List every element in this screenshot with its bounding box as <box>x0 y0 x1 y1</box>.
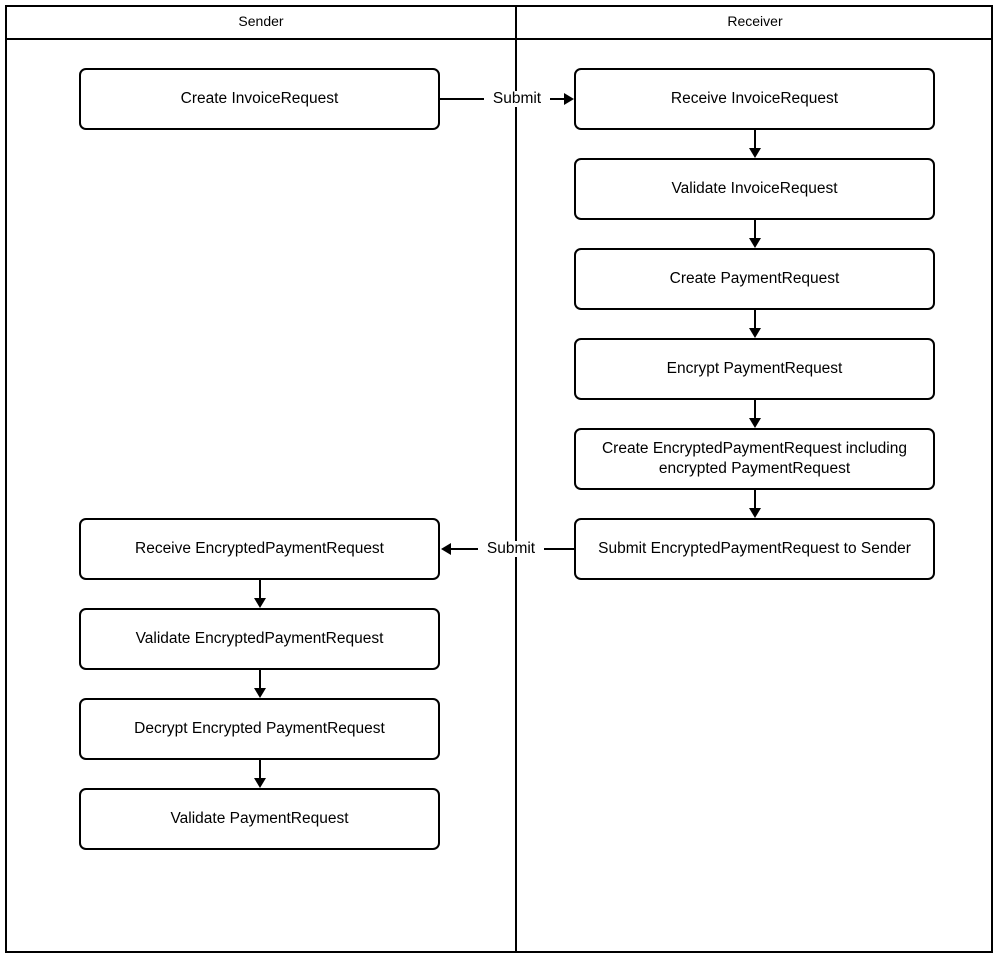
edge-arrowhead-create-to-receive-invoicerequest <box>564 93 574 105</box>
node-create-invoicerequest[interactable]: Create InvoiceRequest <box>79 68 440 130</box>
edge-arrowhead-receive-to-validate-encryptedpaymentrequest <box>254 598 266 608</box>
node-create-paymentrequest[interactable]: Create PaymentRequest <box>574 248 935 310</box>
edge-label-submit-forward: Submit <box>484 91 550 107</box>
lane-header-divider <box>5 38 993 40</box>
node-receive-encryptedpaymentrequest[interactable]: Receive EncryptedPaymentRequest <box>79 518 440 580</box>
edge-line-decrypt-to-validate-paymentrequest <box>259 760 261 778</box>
lane-vertical-divider <box>515 5 517 953</box>
node-create-encryptedpaymentrequest[interactable]: Create EncryptedPaymentRequest including… <box>574 428 935 490</box>
node-decrypt-encrypted-paymentrequest[interactable]: Decrypt Encrypted PaymentRequest <box>79 698 440 760</box>
node-encrypt-paymentrequest[interactable]: Encrypt PaymentRequest <box>574 338 935 400</box>
edge-line-receive-to-validate-invoicerequest <box>754 130 756 148</box>
edge-arrowhead-validate-to-decrypt-encryptedpaymentrequest <box>254 688 266 698</box>
edge-arrowhead-receive-to-validate-invoicerequest <box>749 148 761 158</box>
edge-line-create-to-encrypt-paymentrequest <box>754 310 756 328</box>
edge-line-create-encryptedpaymentrequest-to-submit <box>754 490 756 508</box>
node-validate-encryptedpaymentrequest[interactable]: Validate EncryptedPaymentRequest <box>79 608 440 670</box>
edge-line-receive-to-validate-encryptedpaymentrequest <box>259 580 261 598</box>
edge-arrowhead-validate-invoicerequest-to-create-paymentrequest <box>749 238 761 248</box>
edge-label-submit-return: Submit <box>478 541 544 557</box>
edge-arrowhead-create-encryptedpaymentrequest-to-submit <box>749 508 761 518</box>
edge-arrowhead-encrypt-to-create-encryptedpaymentrequest <box>749 418 761 428</box>
lane-title-sender: Sender <box>238 13 284 29</box>
node-validate-paymentrequest[interactable]: Validate PaymentRequest <box>79 788 440 850</box>
edge-arrowhead-decrypt-to-validate-paymentrequest <box>254 778 266 788</box>
node-submit-encryptedpaymentrequest-to-sender[interactable]: Submit EncryptedPaymentRequest to Sender <box>574 518 935 580</box>
edge-line-encrypt-to-create-encryptedpaymentrequest <box>754 400 756 418</box>
node-validate-invoicerequest[interactable]: Validate InvoiceRequest <box>574 158 935 220</box>
edge-line-validate-invoicerequest-to-create-paymentrequest <box>754 220 756 238</box>
node-receive-invoicerequest[interactable]: Receive InvoiceRequest <box>574 68 935 130</box>
edge-arrowhead-submit-to-receive-encryptedpaymentrequest <box>441 543 451 555</box>
lane-title-receiver: Receiver <box>727 13 783 29</box>
edge-line-validate-to-decrypt-encryptedpaymentrequest <box>259 670 261 688</box>
edge-arrowhead-create-to-encrypt-paymentrequest <box>749 328 761 338</box>
